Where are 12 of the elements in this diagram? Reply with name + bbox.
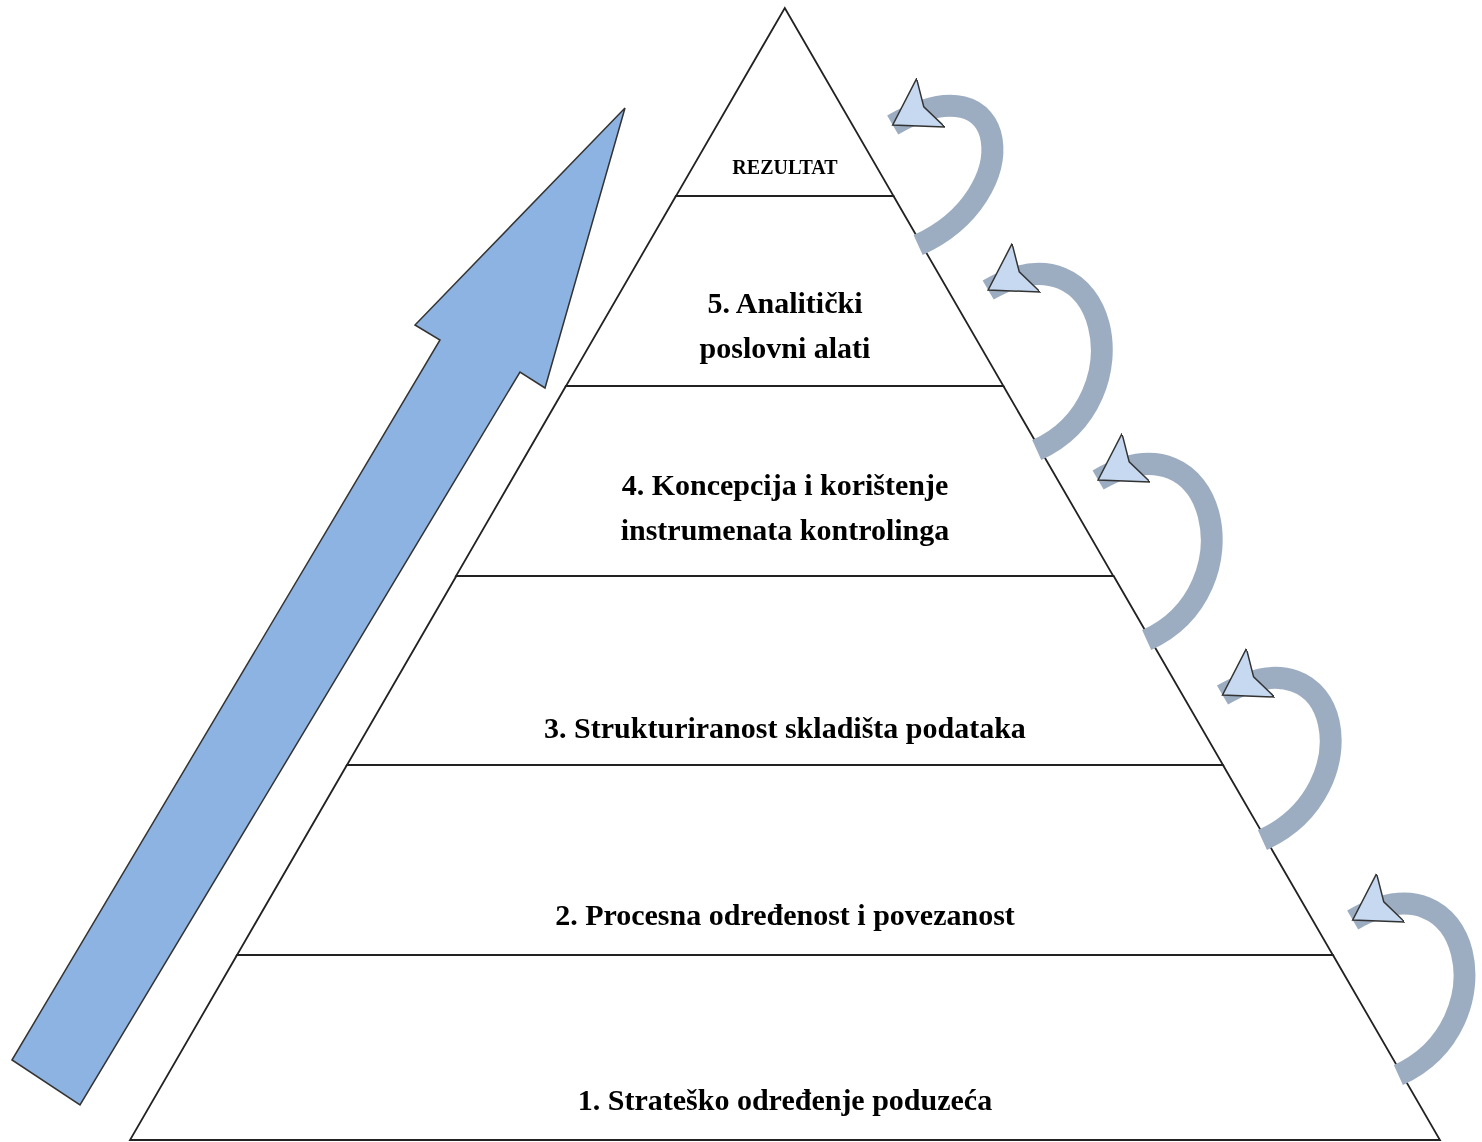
level-label: 4. Koncepcija i korištenje instrumenata kontrolinga [619, 467, 951, 548]
pyramid-level [456, 386, 1114, 576]
pyramid-level [130, 955, 1440, 1140]
level-label: 3. Strukturiranost skladišta podataka [543, 710, 1027, 746]
pyramid-level [566, 196, 1004, 386]
level-label: 1. Strateško određenje poduzeća [576, 1082, 994, 1118]
level-label: 2. Procesna određenost i povezanost [554, 897, 1016, 933]
level-label: REZULTAT [731, 155, 839, 180]
level-label: 5. Analitički poslovni alati [698, 285, 872, 366]
pyramid-level [237, 765, 1333, 955]
pyramid-level [347, 576, 1223, 765]
curved-arrow [887, 80, 1003, 255]
